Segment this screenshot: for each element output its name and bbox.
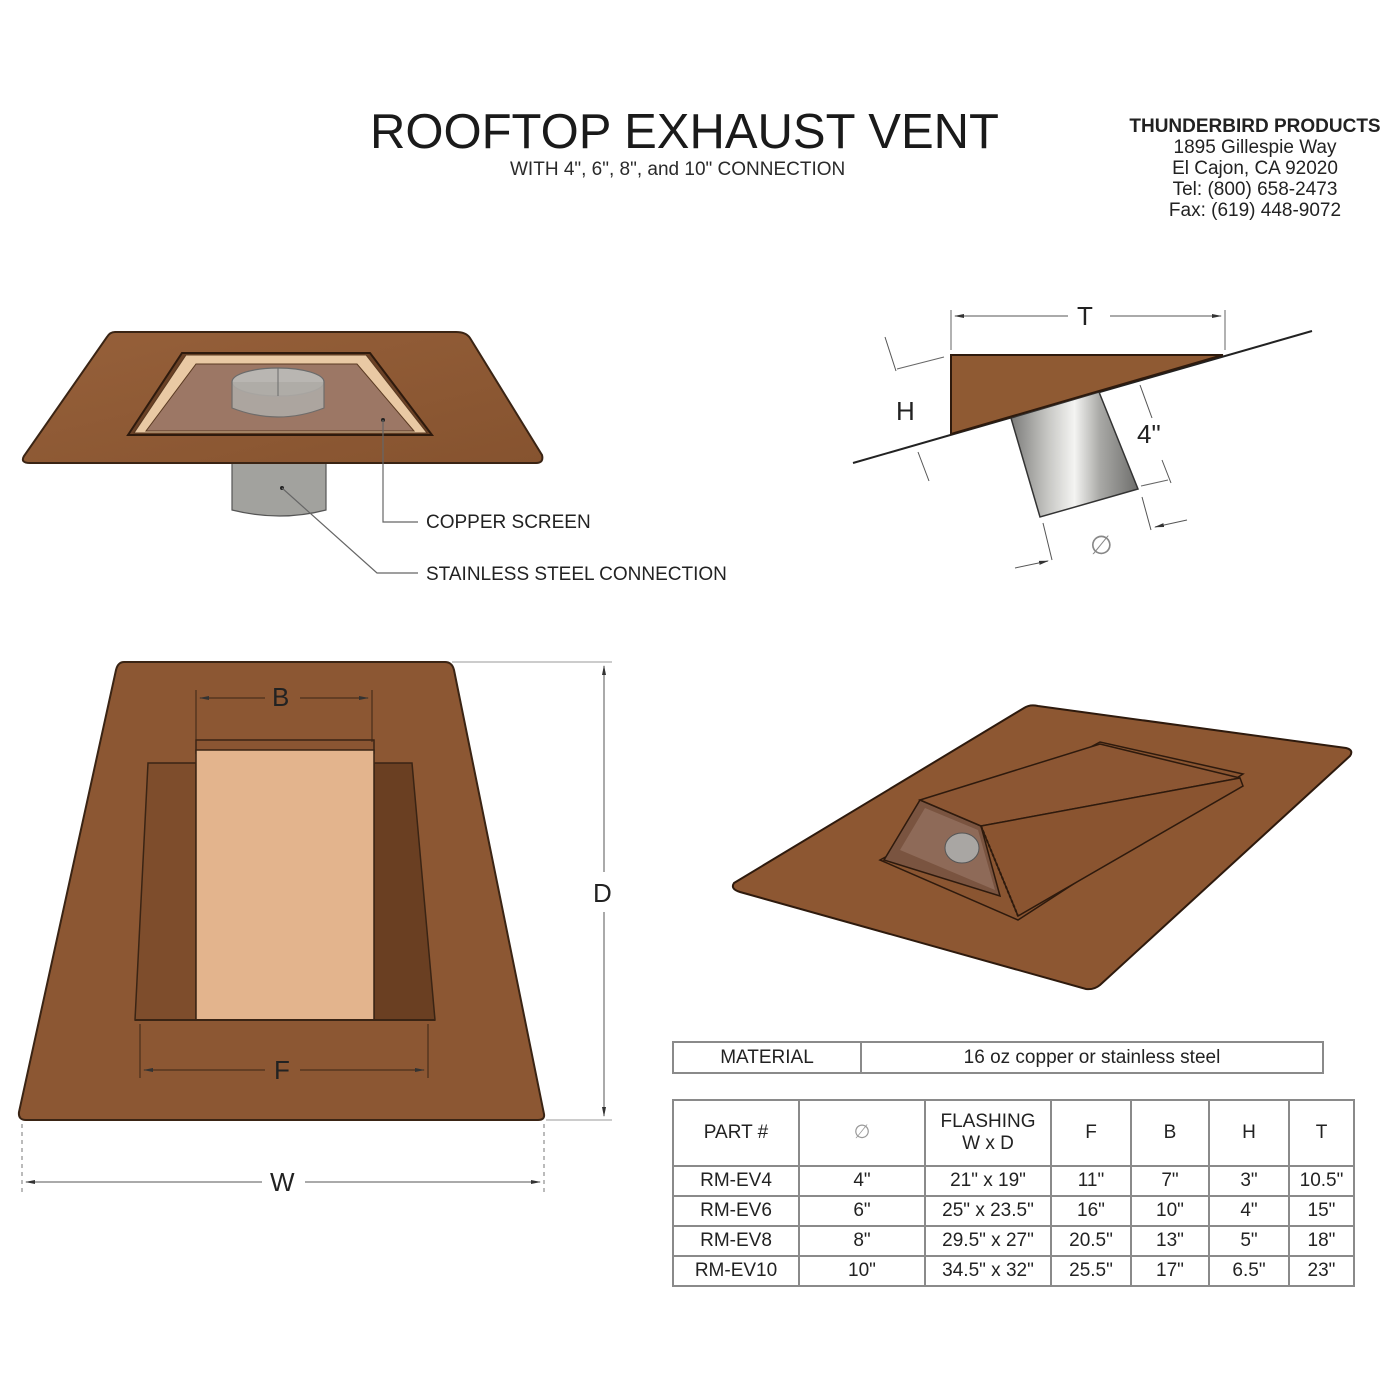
callout-copper-screen: COPPER SCREEN xyxy=(426,512,591,533)
header-flashing-line1: FLASHING xyxy=(940,1111,1036,1132)
cell-part: RM-EV4 xyxy=(672,1165,800,1197)
company-address-line1: 1895 Gillespie Way xyxy=(1173,137,1337,158)
company-name: THUNDERBIRD PRODUCTS xyxy=(1129,116,1381,137)
cell-flashing: 34.5" x 32" xyxy=(924,1255,1052,1287)
page-subtitle: WITH 4", 6", 8", and 10" CONNECTION xyxy=(510,159,846,180)
table-header-row: PART # ∅ FLASHING W x D F B H T xyxy=(672,1099,1355,1167)
header-flashing: FLASHING W x D xyxy=(924,1099,1052,1167)
dim-label-diameter: ∅ xyxy=(1090,530,1113,560)
dim-label-h: H xyxy=(896,396,915,426)
cell-diameter: 8" xyxy=(798,1225,926,1257)
cell-t: 18" xyxy=(1288,1225,1355,1257)
cell-b: 7" xyxy=(1130,1165,1210,1197)
callout-stainless-connection: STAINLESS STEEL CONNECTION xyxy=(426,564,727,585)
cell-h: 6.5" xyxy=(1208,1255,1290,1287)
cell-h: 4" xyxy=(1208,1195,1290,1227)
dim-label-b: B xyxy=(272,682,290,712)
table-row: RM-EV8 8" 29.5" x 27" 20.5" 13" 5" 18" xyxy=(672,1225,1355,1257)
cell-part: RM-EV10 xyxy=(672,1255,800,1287)
header-h: H xyxy=(1208,1099,1290,1167)
company-fax: Fax: (619) 448-9072 xyxy=(1168,200,1342,221)
material-value: 16 oz copper or stainless steel xyxy=(860,1041,1324,1074)
cell-b: 13" xyxy=(1130,1225,1210,1257)
plan-view xyxy=(17,661,612,1192)
parts-table: PART # ∅ FLASHING W x D F B H T RM-EV4 4… xyxy=(672,1099,1355,1287)
cell-f: 16" xyxy=(1050,1195,1132,1227)
cell-h: 3" xyxy=(1208,1165,1290,1197)
cell-diameter: 10" xyxy=(798,1255,926,1287)
company-info: THUNDERBIRD PRODUCTS 1895 Gillespie Way … xyxy=(1110,116,1400,221)
cell-b: 10" xyxy=(1130,1195,1210,1227)
page-title: ROOFTOP EXHAUST VENT xyxy=(370,105,999,159)
cell-diameter: 4" xyxy=(798,1165,926,1197)
perspective-view-top xyxy=(21,331,544,574)
cell-part: RM-EV8 xyxy=(672,1225,800,1257)
header-b: B xyxy=(1130,1099,1210,1167)
header-t: T xyxy=(1288,1099,1355,1167)
cell-t: 23" xyxy=(1288,1255,1355,1287)
header-part: PART # xyxy=(672,1099,800,1167)
cell-flashing: 21" x 19" xyxy=(924,1165,1052,1197)
isometric-view xyxy=(731,704,1353,991)
company-address-line2: El Cajon, CA 92020 xyxy=(1172,158,1338,179)
cell-flashing: 25" x 23.5" xyxy=(924,1195,1052,1227)
dim-label-t: T xyxy=(1077,301,1093,331)
dim-label-connection-length: 4" xyxy=(1137,419,1161,449)
header-flashing-line2: W x D xyxy=(962,1133,1014,1154)
cell-f: 20.5" xyxy=(1050,1225,1132,1257)
cell-f: 25.5" xyxy=(1050,1255,1132,1287)
header-f: F xyxy=(1050,1099,1132,1167)
cell-t: 10.5" xyxy=(1288,1165,1355,1197)
side-section-view xyxy=(852,310,1313,569)
table-row: RM-EV10 10" 34.5" x 32" 25.5" 17" 6.5" 2… xyxy=(672,1255,1355,1287)
cell-diameter: 6" xyxy=(798,1195,926,1227)
cell-b: 17" xyxy=(1130,1255,1210,1287)
cell-part: RM-EV6 xyxy=(672,1195,800,1227)
cell-t: 15" xyxy=(1288,1195,1355,1227)
dim-label-w: W xyxy=(270,1167,295,1197)
dim-label-f: F xyxy=(274,1055,290,1085)
table-row: RM-EV6 6" 25" x 23.5" 16" 10" 4" 15" xyxy=(672,1195,1355,1227)
material-table: MATERIAL 16 oz copper or stainless steel xyxy=(672,1041,1324,1074)
header-diameter: ∅ xyxy=(798,1099,926,1167)
table-row: RM-EV4 4" 21" x 19" 11" 7" 3" 10.5" xyxy=(672,1165,1355,1197)
material-label: MATERIAL xyxy=(672,1041,862,1074)
cell-h: 5" xyxy=(1208,1225,1290,1257)
dim-label-d: D xyxy=(593,878,612,908)
cell-flashing: 29.5" x 27" xyxy=(924,1225,1052,1257)
cell-f: 11" xyxy=(1050,1165,1132,1197)
company-tel: Tel: (800) 658-2473 xyxy=(1172,179,1338,200)
